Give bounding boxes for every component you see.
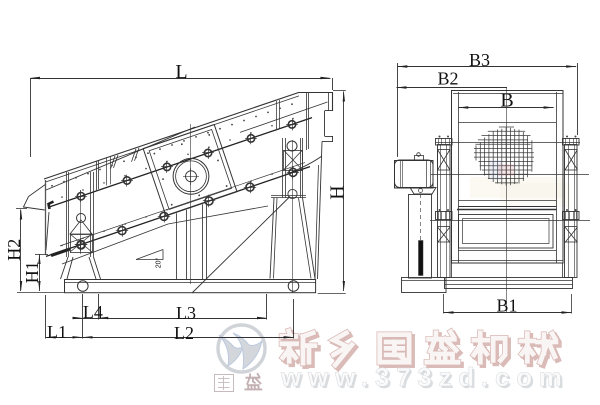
svg-text:B2: B2	[437, 69, 458, 89]
svg-text:L2: L2	[174, 323, 194, 343]
svg-text:L: L	[175, 61, 187, 83]
svg-text:H2: H2	[4, 239, 24, 261]
svg-text:L1: L1	[47, 322, 67, 342]
svg-text:L3: L3	[176, 303, 196, 323]
svg-text:B: B	[500, 90, 513, 112]
svg-text:www.373zd.com: www.373zd.com	[280, 362, 565, 392]
svg-text:B3: B3	[469, 50, 490, 70]
svg-text:H1: H1	[22, 261, 42, 283]
svg-text:B1: B1	[496, 296, 517, 316]
svg-text:H: H	[327, 185, 349, 199]
svg-text:20°: 20°	[155, 258, 163, 269]
svg-text:L4: L4	[83, 302, 103, 322]
